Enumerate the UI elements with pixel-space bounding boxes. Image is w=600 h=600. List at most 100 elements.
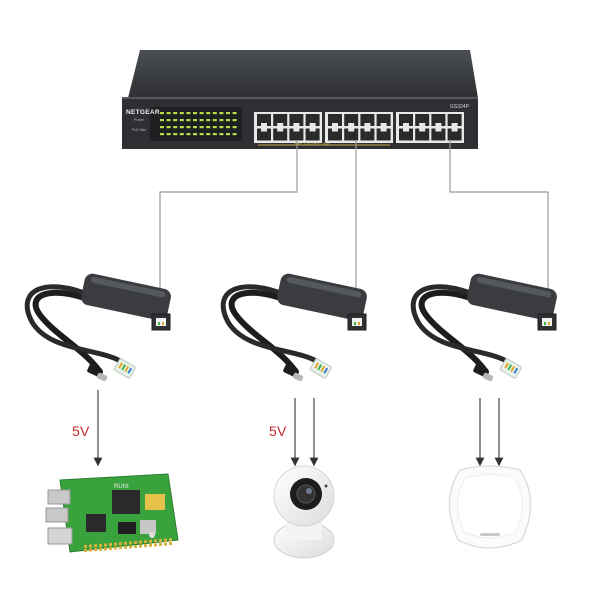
port-led <box>166 119 171 122</box>
ethernet-port <box>447 128 462 141</box>
usb-c-plug <box>482 372 494 382</box>
port-led <box>232 133 237 136</box>
port-led <box>179 133 184 136</box>
splitter-body <box>467 273 557 321</box>
port-led <box>160 126 164 129</box>
port-led <box>193 126 197 129</box>
ethernet-jack <box>47 527 73 545</box>
port-led <box>193 133 197 136</box>
port-led <box>206 126 211 129</box>
splitter-body <box>81 273 171 321</box>
port-led <box>186 119 191 122</box>
cpu-chip <box>112 490 140 514</box>
led-label-poe-max: PoE Max <box>132 128 147 132</box>
ethernet-port <box>447 114 462 126</box>
ethernet-port <box>289 114 304 126</box>
port-led <box>179 126 184 129</box>
port-led <box>226 112 230 115</box>
rj45-cable <box>220 284 321 365</box>
ethernet-port <box>431 114 446 126</box>
port-led <box>166 133 171 136</box>
switch-model-label: GS324P <box>450 104 469 110</box>
usb-port <box>47 489 71 505</box>
rj45-plug <box>309 358 332 379</box>
port-caption: Ports 1-16 PoE+ 190W <box>294 142 330 146</box>
port-led <box>206 133 211 136</box>
ethernet-port <box>344 128 359 141</box>
port-leds <box>160 112 237 136</box>
port-led <box>160 133 164 136</box>
ethernet-port <box>376 128 391 141</box>
port-led <box>212 133 217 136</box>
usb-c-plug <box>96 372 108 382</box>
usb-port <box>45 507 69 523</box>
poe-splitter <box>220 273 367 382</box>
port-led <box>206 119 211 122</box>
poe-switch <box>122 50 478 149</box>
port-led <box>226 119 230 122</box>
ethernet-port <box>415 128 430 141</box>
voltage-label-pi: 5V <box>72 423 90 439</box>
ethernet-ports <box>257 114 462 141</box>
usb-c-cable <box>228 289 299 375</box>
port-led <box>232 112 237 115</box>
port-led <box>173 112 178 115</box>
port-led <box>219 126 224 129</box>
port-led <box>179 112 184 115</box>
port-led <box>199 112 204 115</box>
port-led <box>173 126 178 129</box>
voltage-label-camera: 5V <box>269 423 287 439</box>
rj45-cable <box>24 284 125 365</box>
ethernet-port <box>399 114 413 126</box>
port-led <box>186 126 191 129</box>
chip <box>86 514 106 532</box>
chip <box>118 522 136 534</box>
port-led <box>186 133 191 136</box>
port-led <box>166 112 171 115</box>
port-led <box>199 119 204 122</box>
ethernet-port <box>376 114 391 126</box>
port-led <box>212 119 217 122</box>
port-led <box>219 119 224 122</box>
port-led <box>199 126 204 129</box>
port-led <box>160 112 164 115</box>
dome-camera <box>273 465 335 559</box>
ethernet-port <box>399 128 413 141</box>
usb-c-plug <box>292 372 304 382</box>
rj45-cable <box>410 284 511 365</box>
port-led <box>173 133 178 136</box>
usb-c-cable <box>32 289 103 375</box>
ethernet-port <box>431 128 446 141</box>
port-led <box>226 126 230 129</box>
port-led <box>219 112 224 115</box>
wifi-access-point <box>448 465 532 549</box>
ethernet-port <box>328 128 342 141</box>
port-led <box>206 112 211 115</box>
port-led <box>160 119 164 122</box>
port-led <box>186 112 191 115</box>
ethernet-cable-3 <box>449 140 549 312</box>
splitter-body <box>277 273 367 321</box>
power-arrows <box>93 390 504 467</box>
ethernet-port <box>305 114 320 126</box>
poe-splitter <box>410 273 557 382</box>
board-text: RUNI <box>114 484 129 490</box>
rj45-plug <box>499 358 522 379</box>
switch-top-panel <box>128 50 478 98</box>
port-led <box>199 133 204 136</box>
ethernet-cable-1 <box>159 140 298 312</box>
port-led <box>193 119 197 122</box>
port-led <box>219 133 224 136</box>
ethernet-port <box>305 128 320 141</box>
port-led <box>212 126 217 129</box>
usb-c-cable <box>418 289 489 375</box>
ethernet-port <box>360 128 375 141</box>
ethernet-port <box>273 128 288 141</box>
ethernet-port <box>344 114 359 126</box>
ethernet-port <box>415 114 430 126</box>
port-led <box>232 119 237 122</box>
port-led <box>212 112 217 115</box>
port-led <box>193 112 197 115</box>
raspberry-pi-board: RUNI <box>45 473 179 553</box>
gpio-header <box>84 538 172 552</box>
